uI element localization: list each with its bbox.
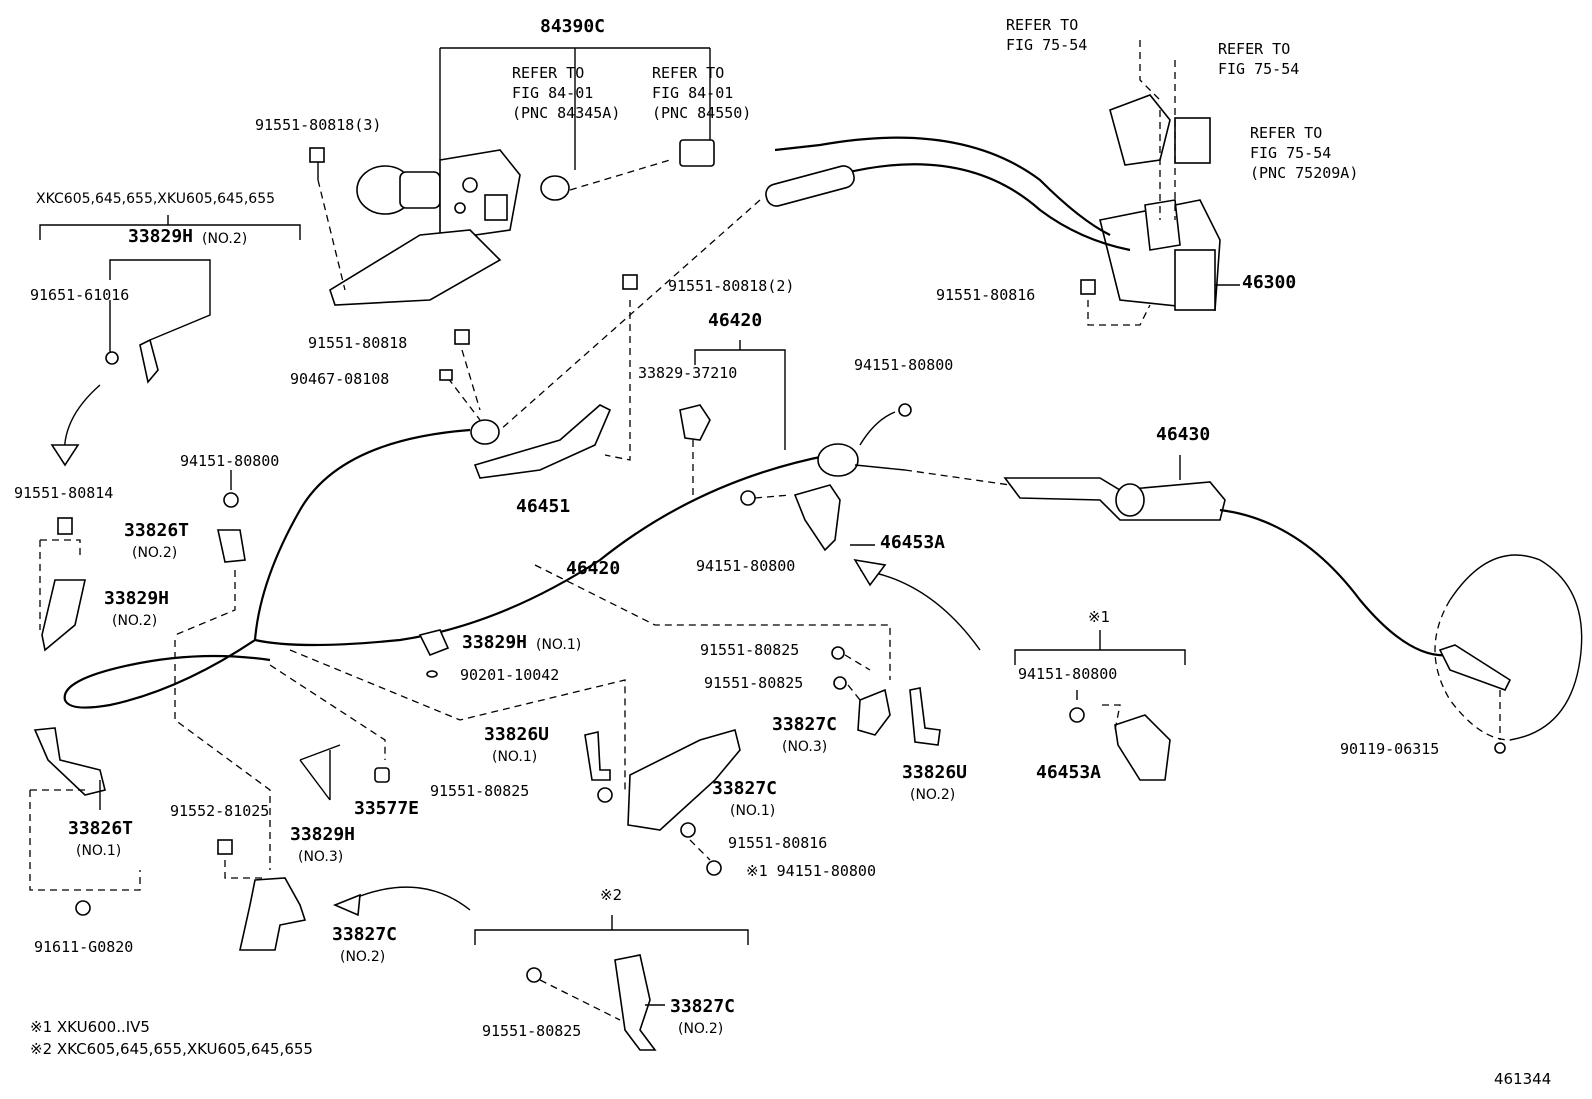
part-label: 91551-80825 [704, 674, 804, 692]
part-sub: (NO.1) [730, 803, 776, 819]
part-label: 46430 [1156, 424, 1211, 445]
refer-note: FIG 84-01 [512, 84, 594, 102]
bracket-46453A [793, 484, 841, 552]
part-label: 94151-80800 [180, 452, 280, 470]
refer-note: (PNC 84550) [652, 104, 752, 122]
part-sub: (NO.2) [910, 787, 956, 803]
leader-84390C [439, 47, 711, 160]
part-label: 90467-08108 [290, 370, 390, 388]
part-label: 46453A [1036, 762, 1102, 783]
part-sub: (NO.3) [298, 849, 344, 865]
part-label: 91552-81025 [170, 802, 270, 820]
part-label: 33829H [290, 824, 356, 845]
part-label: 33827C [772, 714, 838, 735]
cable-46430 [1003, 477, 1226, 521]
part-sub: (NO.1) [76, 843, 122, 859]
note-mark: ※2 [600, 886, 623, 904]
part-label: 91551-80825 [700, 641, 800, 659]
label-84390C: 84390C [540, 16, 606, 37]
part-label: 33829-37210 [638, 364, 738, 382]
refer-note: REFER TO [1218, 40, 1291, 58]
refer-note: REFER TO [512, 64, 585, 82]
part-label: 46451 [516, 496, 571, 517]
part-label: 33577E [354, 798, 420, 819]
part-label: 33826T [124, 520, 190, 541]
cable-upper [774, 136, 1111, 236]
refer-note: (PNC 84345A) [512, 104, 621, 122]
parking-brake-pedal-assembly [329, 149, 521, 306]
part-label: 94151-80800 [1018, 665, 1118, 683]
part-label: 91551-80814 [14, 484, 114, 502]
part-label: 33829H [462, 632, 528, 653]
part-label: 94151-80800 [696, 557, 796, 575]
part-label: 91551-80825 [430, 782, 530, 800]
part-label: 46300 [1242, 272, 1297, 293]
part-label: 46453A [880, 532, 946, 553]
part-sub: (NO.1) [492, 749, 538, 765]
part-label: 94151-80800 [854, 356, 954, 374]
part-label: 91551-80816 [936, 286, 1036, 304]
brake-drum [1449, 554, 1583, 741]
refer-note: FIG 84-01 [652, 84, 734, 102]
part-label: ※1 94151-80800 [746, 862, 876, 880]
part-label: 33827C [670, 996, 736, 1017]
part-label: 46420 [566, 558, 621, 579]
model-note: XKC605,645,655,XKU605,645,655 [36, 191, 276, 207]
refer-note: REFER TO [1006, 16, 1079, 34]
part-label: 33827C [332, 924, 398, 945]
part-label: 33826U [902, 762, 968, 783]
figure-number: 461344 [1494, 1070, 1552, 1088]
part-label: 91551-80818 [308, 334, 408, 352]
bolt-icon [309, 147, 325, 163]
part-sub: (NO.2) [340, 949, 386, 965]
part-label: 90119-06315 [1340, 740, 1440, 758]
part-sub: (NO.1) [536, 637, 582, 653]
bracket-33827C-no1 [627, 729, 741, 831]
part-label: 33829H [128, 226, 194, 247]
bolt-icon [1080, 279, 1096, 295]
part-label: 91551-80825 [482, 1022, 582, 1040]
part-label: 91551-80816 [728, 834, 828, 852]
refer-note: REFER TO [1250, 124, 1323, 142]
part-sub: (NO.3) [782, 739, 828, 755]
part-label: 91651-61016 [30, 286, 130, 304]
refer-note: FIG 75-54 [1250, 144, 1332, 162]
footnote: ※1 XKU600..IV5 [30, 1018, 150, 1036]
part-label: 33826U [484, 724, 550, 745]
part-sub: (NO.2) [678, 1021, 724, 1037]
part-sub: (NO.2) [112, 613, 158, 629]
part-label: 46420 [708, 310, 763, 331]
part-sub: (NO.2) [202, 231, 248, 247]
parking-brake-lever-46300 [1099, 94, 1221, 311]
part-label: 33826T [68, 818, 134, 839]
footnote: ※2 XKC605,645,655,XKU605,645,655 [30, 1040, 313, 1058]
cable-46420-main [63, 453, 831, 709]
refer-note: FIG 75-54 [1218, 60, 1300, 78]
part-label: 33829H [104, 588, 170, 609]
part-label: 33827C [712, 778, 778, 799]
part-label: 90201-10042 [460, 666, 560, 684]
part-label: 91551-80818(3) [255, 116, 382, 134]
cable-46420-left [253, 428, 471, 641]
refer-note: (PNC 75209A) [1250, 164, 1359, 182]
bracket-46451 [473, 404, 612, 479]
part-label: 91611-G0820 [34, 938, 134, 956]
note-mark: ※1 [1088, 608, 1111, 626]
refer-note: REFER TO [652, 64, 725, 82]
part-label: 91551-80818(2) [668, 277, 795, 295]
part-sub: (NO.2) [132, 545, 178, 561]
refer-note: FIG 75-54 [1006, 36, 1088, 54]
